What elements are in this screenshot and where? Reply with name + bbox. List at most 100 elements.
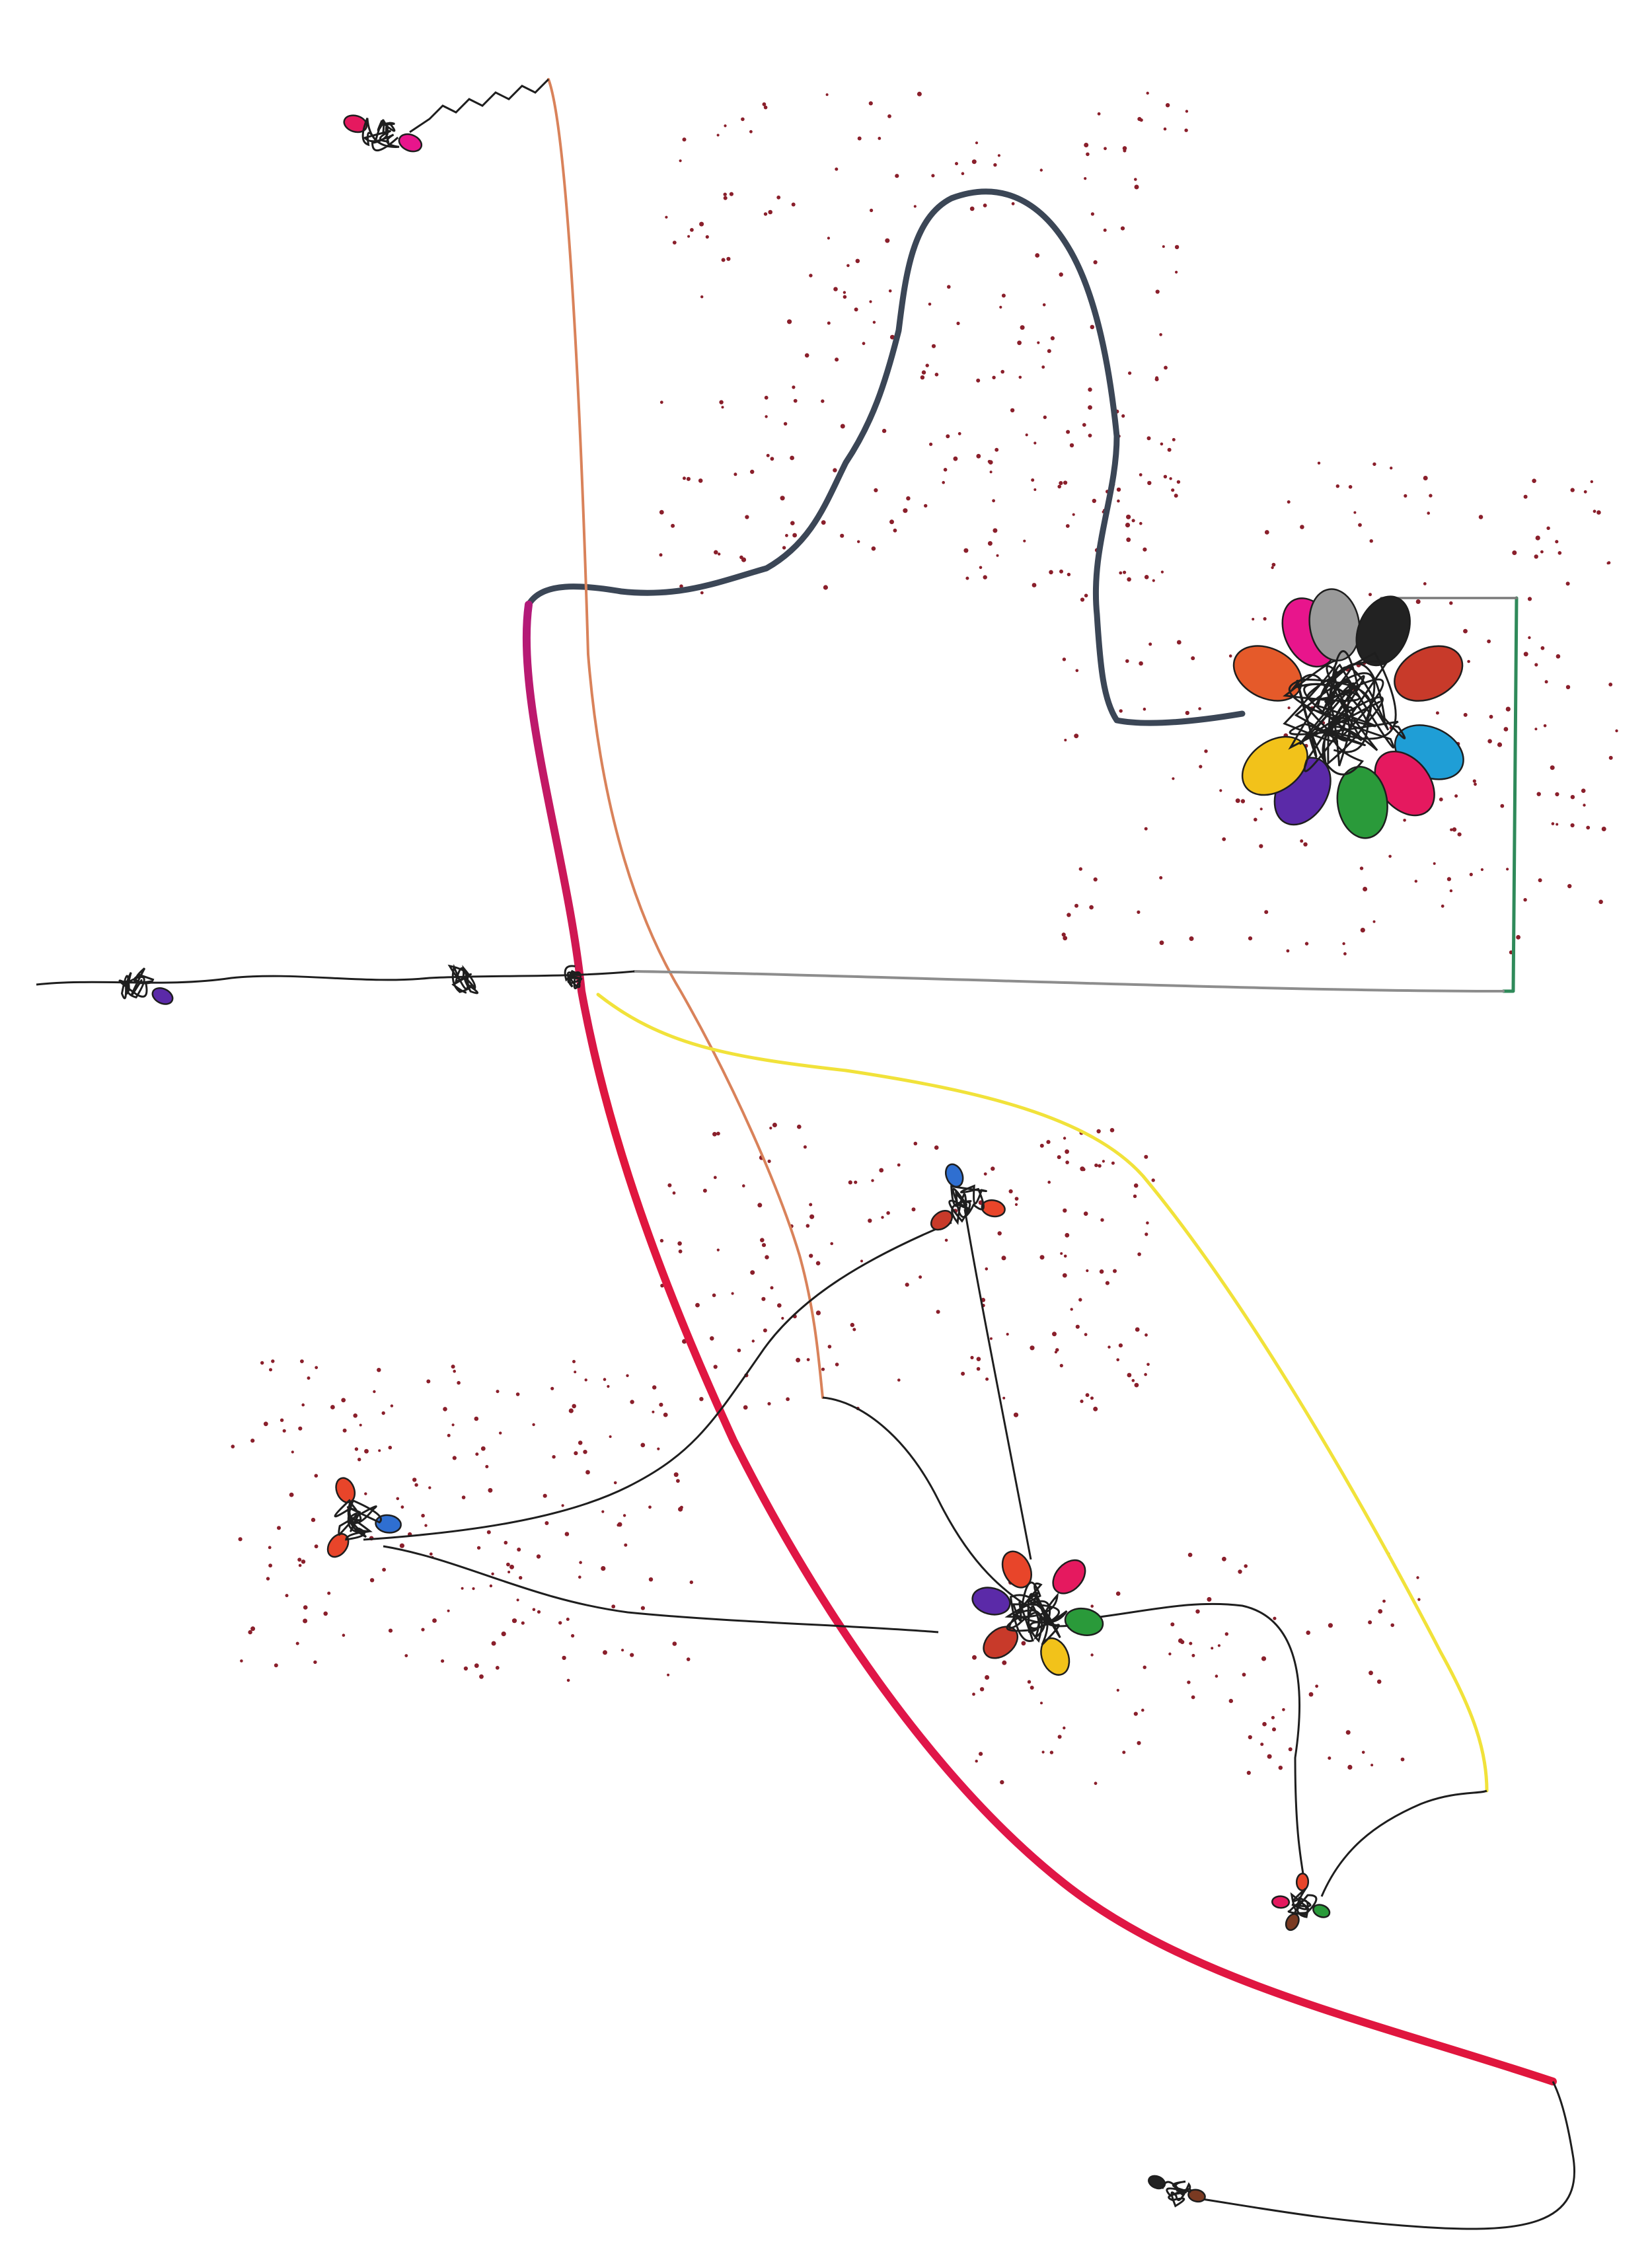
scribble-tangle <box>1004 1581 1069 1646</box>
ink-line-top <box>409 78 550 133</box>
stipple-dot <box>1219 789 1222 792</box>
stipple-dot <box>1170 1622 1175 1627</box>
scribble-cluster <box>326 1477 402 1558</box>
stipple-dot <box>929 442 933 446</box>
stipple-dot <box>1086 1269 1089 1273</box>
stipple-dot <box>457 1380 461 1385</box>
stipple-dot <box>854 307 858 312</box>
stipple-dot <box>979 1752 983 1756</box>
stipple-dot <box>1035 253 1040 258</box>
stipple-dot <box>601 1566 606 1571</box>
stipple-dot <box>767 1402 771 1406</box>
scribble-cluster <box>343 114 423 153</box>
stipple-dot <box>882 428 887 433</box>
stipple-dot <box>447 1433 451 1437</box>
stipple-dot <box>1084 143 1089 147</box>
petal-shape <box>1052 1559 1086 1594</box>
stipple-dot <box>971 159 977 165</box>
stipple-dot <box>1254 817 1258 822</box>
petal-shape <box>1187 2189 1206 2203</box>
stipple-dot <box>461 1587 464 1590</box>
stipple-dot <box>1105 1281 1109 1285</box>
stipple-dot <box>1011 202 1015 206</box>
stipple-dot <box>566 1678 570 1682</box>
stipple-dot <box>1078 1298 1082 1302</box>
stipple-dot <box>768 209 772 215</box>
stipple-dot <box>889 334 895 340</box>
stipple-dot <box>983 204 987 207</box>
stipple-dot <box>874 488 878 493</box>
stipple-dot <box>1061 932 1066 937</box>
stipple-dot <box>544 1521 549 1525</box>
stipple-dot <box>584 1378 587 1382</box>
stipple-dot <box>969 206 975 211</box>
stipple-dot <box>1489 714 1493 719</box>
ink-line-web-d <box>383 1545 939 1633</box>
stipple-dot <box>1039 1143 1044 1148</box>
stipple-dot <box>1090 212 1094 216</box>
stipple-dot <box>476 1546 481 1550</box>
stipple-dot <box>1217 1644 1220 1647</box>
stipple-dot <box>1059 569 1063 574</box>
stipple-dot <box>1287 706 1291 710</box>
stipple-dot <box>1121 414 1125 418</box>
stipple-dot <box>1094 1163 1098 1168</box>
stipple-dot <box>354 1447 359 1451</box>
stipple-dot <box>364 1448 369 1454</box>
stipple-dot <box>1503 727 1509 731</box>
stipple-dot <box>1088 405 1092 410</box>
stipple-dot <box>1446 877 1451 881</box>
stipple-dot <box>743 1405 748 1410</box>
stipple-dot <box>1160 570 1164 574</box>
stipple-dot <box>1001 1256 1006 1261</box>
stipple-dot <box>323 1611 328 1616</box>
stipple-dot <box>1191 656 1195 661</box>
stipple-dot <box>809 1203 813 1207</box>
stipple-dot <box>699 1397 704 1402</box>
stipple-dot <box>1125 659 1129 663</box>
stipple-dot <box>848 1180 852 1185</box>
scribble-cluster <box>971 1550 1104 1676</box>
stipple-dot <box>1000 1780 1004 1785</box>
stipple-dot <box>1084 177 1087 180</box>
stipple-dot <box>404 1654 408 1658</box>
stipple-dot <box>667 1183 672 1187</box>
stipple-dot <box>770 457 774 461</box>
ink-line-web-b <box>822 1396 1038 1614</box>
stipple-dot <box>1084 593 1088 598</box>
green-line <box>1501 596 1519 993</box>
stipple-dot <box>1207 1596 1212 1602</box>
stipple-dot <box>804 353 809 358</box>
stipple-dot <box>1133 1711 1138 1716</box>
stipple-dot <box>1090 324 1095 330</box>
stipple-dot <box>677 1241 682 1246</box>
stipple-dot <box>1454 794 1458 798</box>
stipple-dot <box>424 1524 428 1527</box>
stipple-dot <box>921 370 926 375</box>
stipple-dot <box>1287 500 1291 504</box>
stipple-dot <box>840 533 845 538</box>
ink-line-web-c <box>963 1209 1032 1560</box>
stipple-dot <box>1286 949 1290 953</box>
stipple-dot <box>1240 799 1246 804</box>
stipple-dot <box>1127 1372 1132 1378</box>
petal-shape <box>375 1514 402 1534</box>
stipple-dot <box>1096 1129 1101 1134</box>
stipple-dot <box>776 195 781 200</box>
stipple-dot <box>1189 936 1194 941</box>
stipple-dot <box>1133 1183 1139 1188</box>
petal-shape <box>1040 1637 1070 1676</box>
red-line <box>522 601 1557 2085</box>
stipple-dot <box>1222 1556 1226 1561</box>
stipple-dot <box>712 1132 717 1137</box>
stipple-dot <box>689 1580 694 1585</box>
stipple-dot <box>1376 1679 1382 1684</box>
petal-shape <box>971 1587 1011 1616</box>
stipple-dot <box>1343 952 1347 956</box>
stipple-dot <box>1555 792 1559 797</box>
stipple-dot <box>855 258 860 264</box>
stipple-dot <box>1598 899 1603 905</box>
stipple-dot <box>1315 1684 1318 1688</box>
stipple-dot <box>1066 430 1070 434</box>
